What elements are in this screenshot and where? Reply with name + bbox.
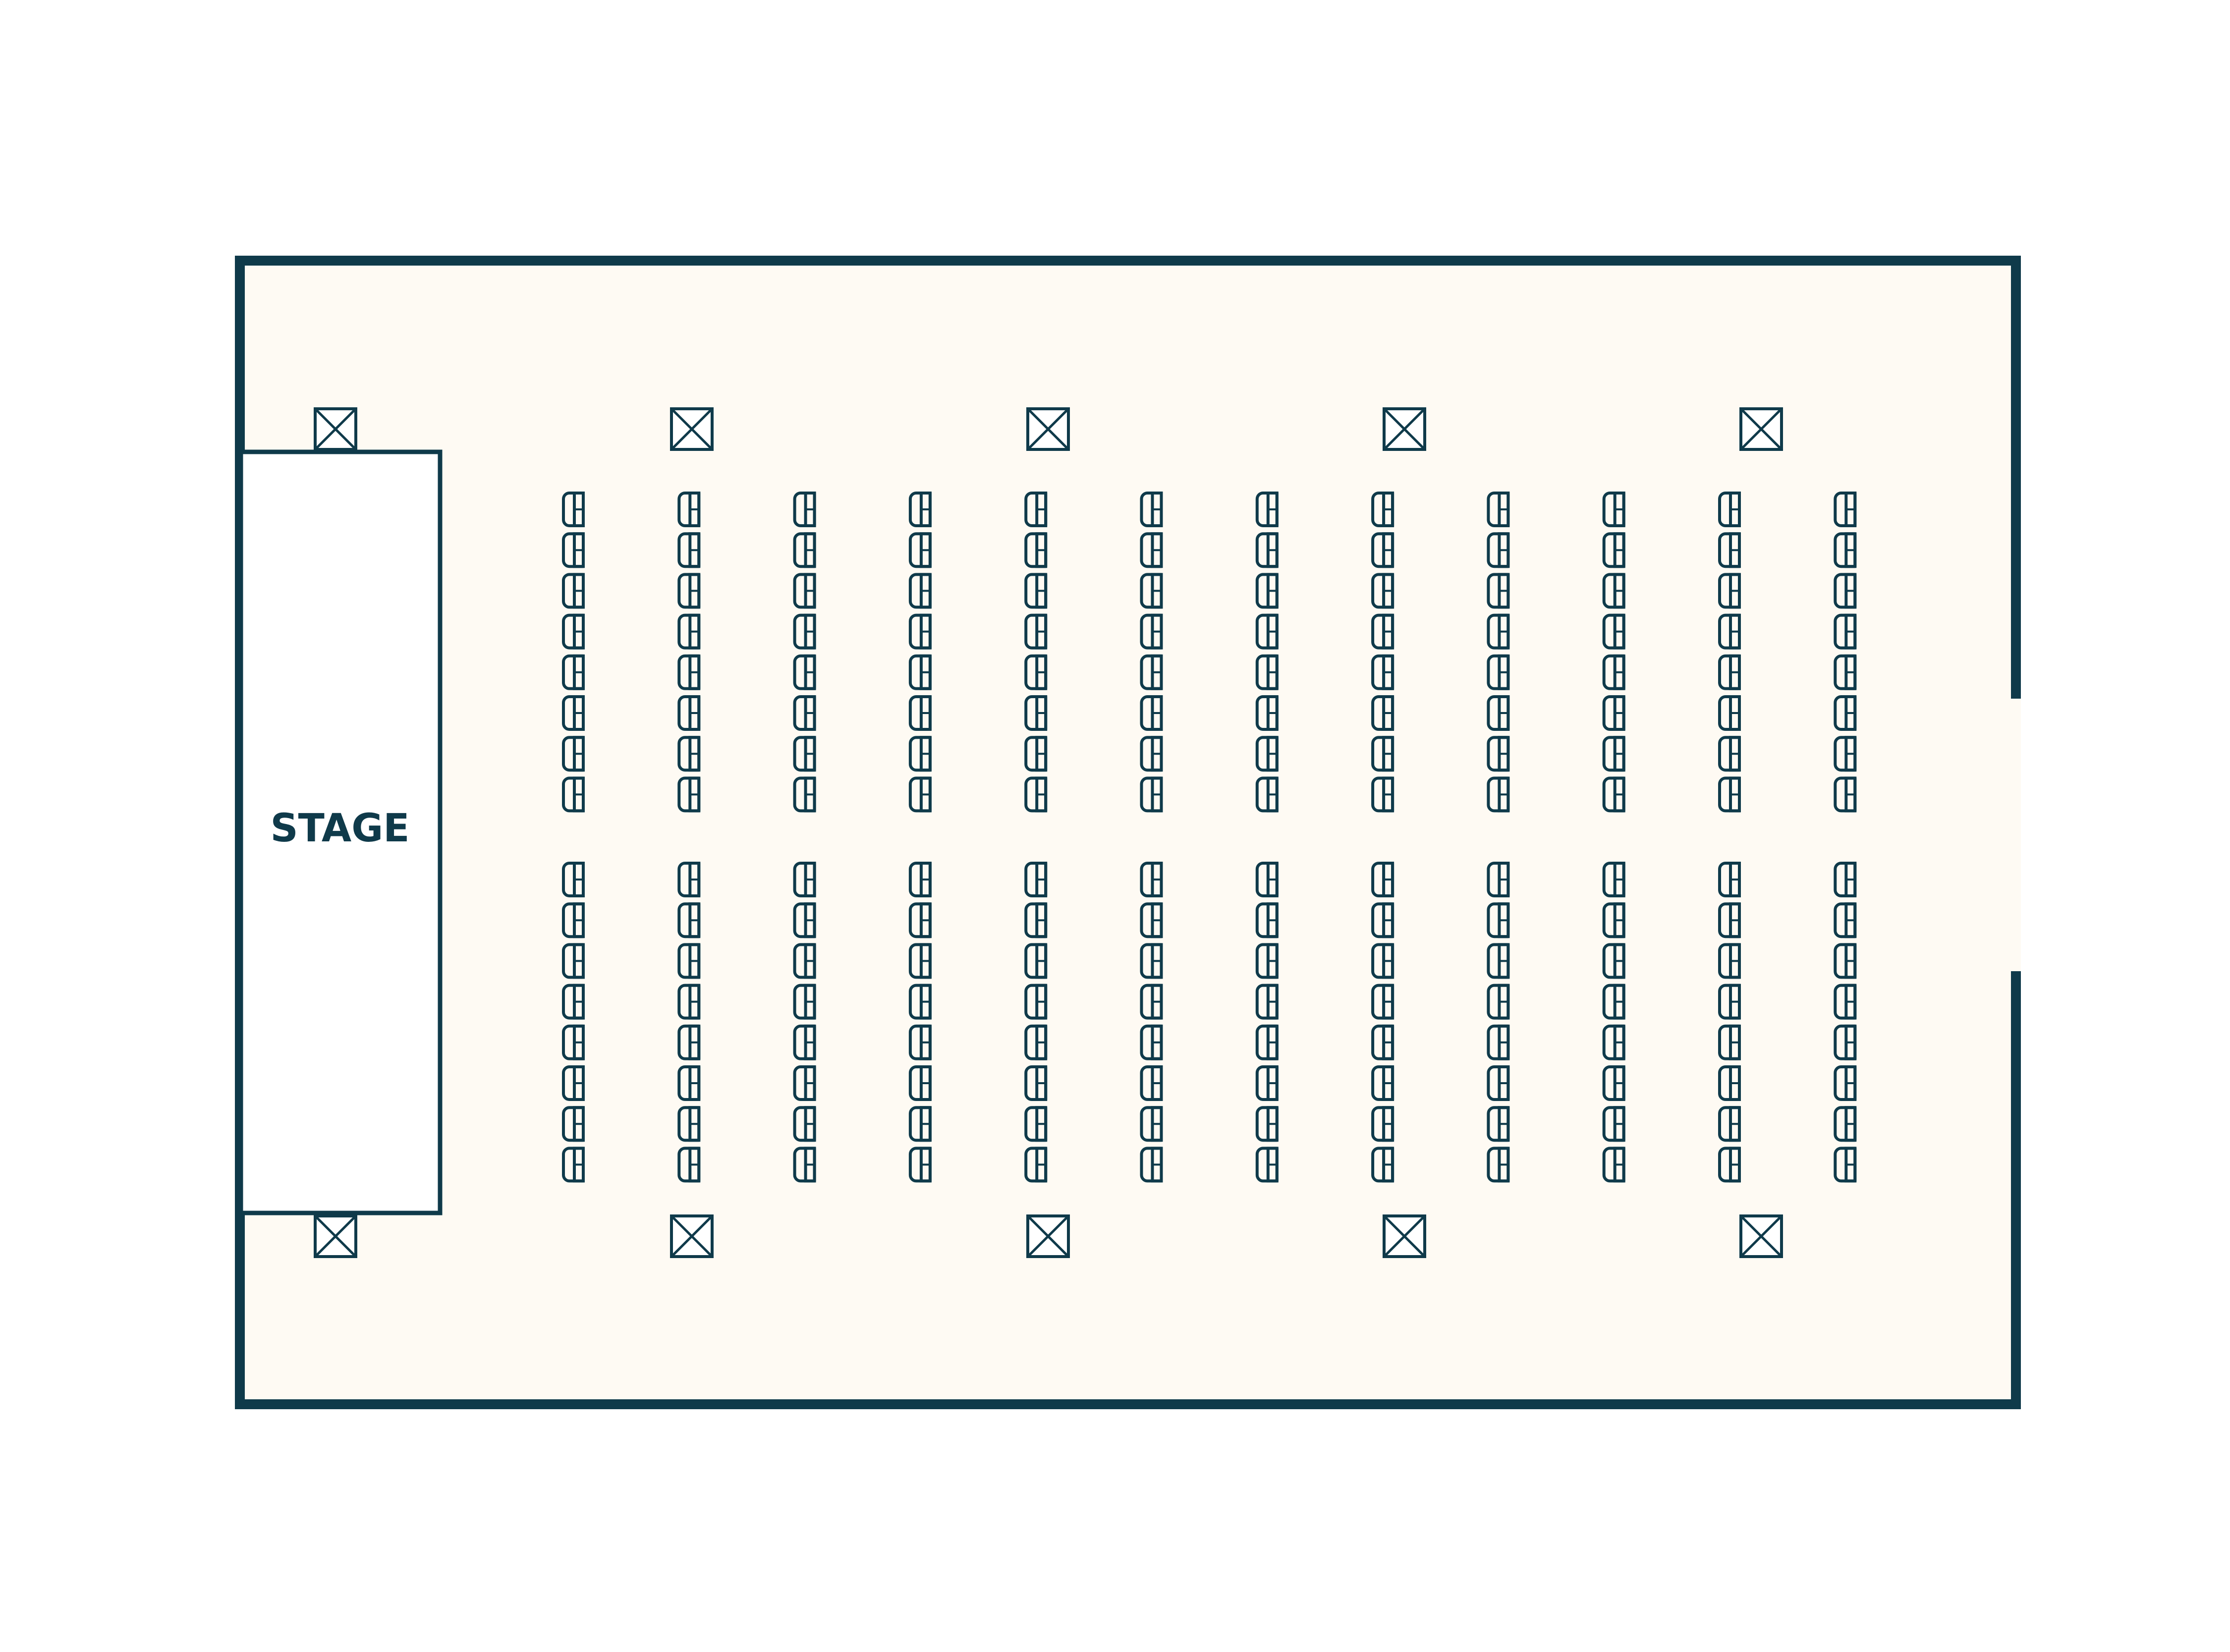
pillar-icon xyxy=(671,409,712,449)
stage xyxy=(238,449,443,1215)
doorway[interactable] xyxy=(2011,699,2021,971)
pillar-icon xyxy=(1384,409,1425,449)
pillar-icon xyxy=(671,1216,712,1257)
pillar-icon xyxy=(1028,409,1068,449)
pillar-icon xyxy=(315,409,356,449)
pillar-icon xyxy=(1384,1216,1425,1257)
pillar-icon xyxy=(315,1216,356,1257)
pillar-icon xyxy=(1028,1216,1068,1257)
pillar-icon xyxy=(1741,1216,1782,1257)
room-floor xyxy=(240,261,2016,1404)
stage-label: STAGE xyxy=(271,806,410,851)
pillar-icon xyxy=(1741,409,1782,449)
